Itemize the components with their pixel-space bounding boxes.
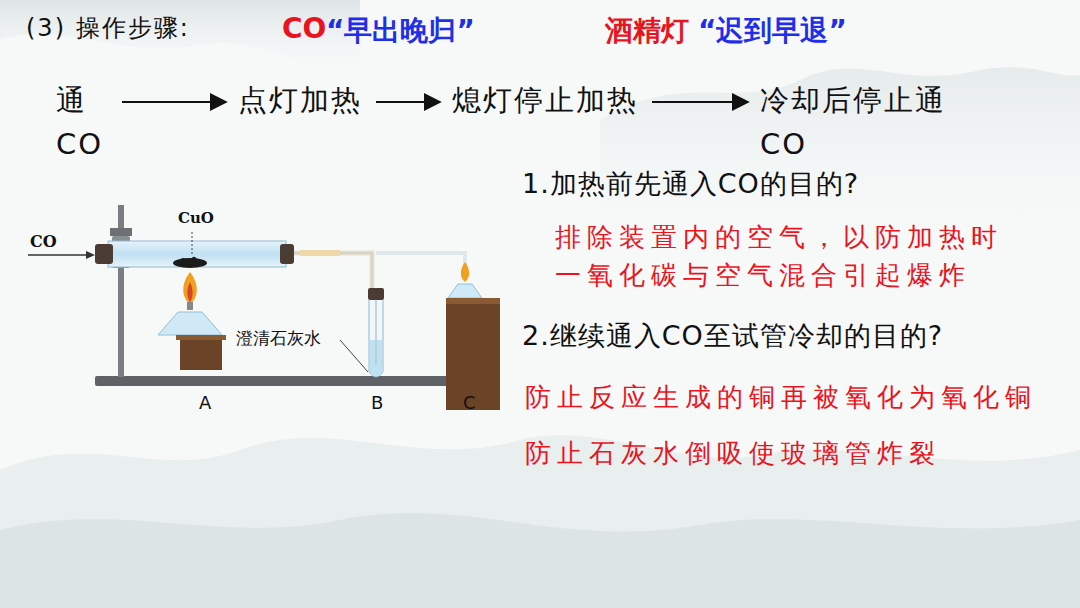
- process-step: 熄灯停止加热: [452, 78, 638, 122]
- process-step: 点灯加热: [238, 78, 362, 122]
- process-step: 通 CO: [56, 78, 108, 166]
- right-stopper: [280, 244, 294, 264]
- question-text: 1.加热前先通入CO的目的?: [522, 166, 859, 202]
- slide-title: (3) 操作步骤:: [26, 12, 190, 44]
- flow-arrow: [652, 101, 748, 103]
- alcohol-lamp: [448, 284, 482, 298]
- cuo-powder: [173, 258, 207, 268]
- step-text: 熄灯停止加热: [452, 78, 638, 122]
- part-letter: C: [463, 392, 476, 413]
- process-step: 冷却后停止通 CO: [760, 78, 956, 166]
- gas-label: CO: [30, 232, 57, 251]
- chemical-label: CuO: [178, 209, 214, 227]
- part-letter: A: [199, 392, 211, 413]
- exhaust-tube: [384, 253, 465, 272]
- flow-arrow: [376, 101, 440, 103]
- part-letter: B: [371, 392, 383, 413]
- flame: [461, 262, 469, 282]
- test-tube: [369, 300, 383, 377]
- step-text: 冷却后停止通 CO: [760, 78, 956, 166]
- rubber-joint: [300, 250, 340, 256]
- answer-text: 排除装置内的空气，以防加热时 一氧化碳与空气混合引起爆炸: [555, 218, 1035, 294]
- answer-text: 防止石灰水倒吸使玻璃管炸裂: [525, 436, 941, 471]
- header-keyword: CO: [282, 12, 326, 45]
- header-keyword: 酒精灯: [605, 12, 689, 50]
- step-text: 通 CO: [56, 78, 108, 166]
- clamp-screw: [110, 228, 132, 236]
- mist-mountain: [0, 435, 1080, 608]
- flow-arrow: [122, 101, 226, 103]
- glass-tube: [108, 241, 286, 267]
- alcohol-lamp: [158, 312, 222, 335]
- step-text: 点灯加热: [238, 78, 362, 122]
- cuo-leader: [192, 232, 193, 256]
- wood-block: [180, 338, 222, 370]
- flame: [183, 272, 197, 304]
- mist-mountain: [0, 0, 360, 80]
- limewater-leader: [340, 340, 368, 372]
- header-mnemonic: “迟到早退”: [698, 12, 847, 50]
- test-tube-stopper: [368, 288, 384, 300]
- inlet-arrow: [28, 254, 86, 256]
- question-text: 2.继续通入CO至试管冷却的目的?: [522, 318, 943, 354]
- header-mnemonic: “早出晚归”: [326, 12, 475, 50]
- left-stopper: [95, 244, 113, 264]
- part-name: 澄清石灰水: [236, 327, 321, 350]
- delivery-tube: [294, 253, 372, 300]
- answer-text: 防止反应生成的铜再被氧化为氧化铜: [525, 380, 1037, 415]
- inlet-arrowhead: [86, 251, 95, 259]
- stand-base: [95, 376, 480, 386]
- mist-mountain: [0, 513, 1080, 608]
